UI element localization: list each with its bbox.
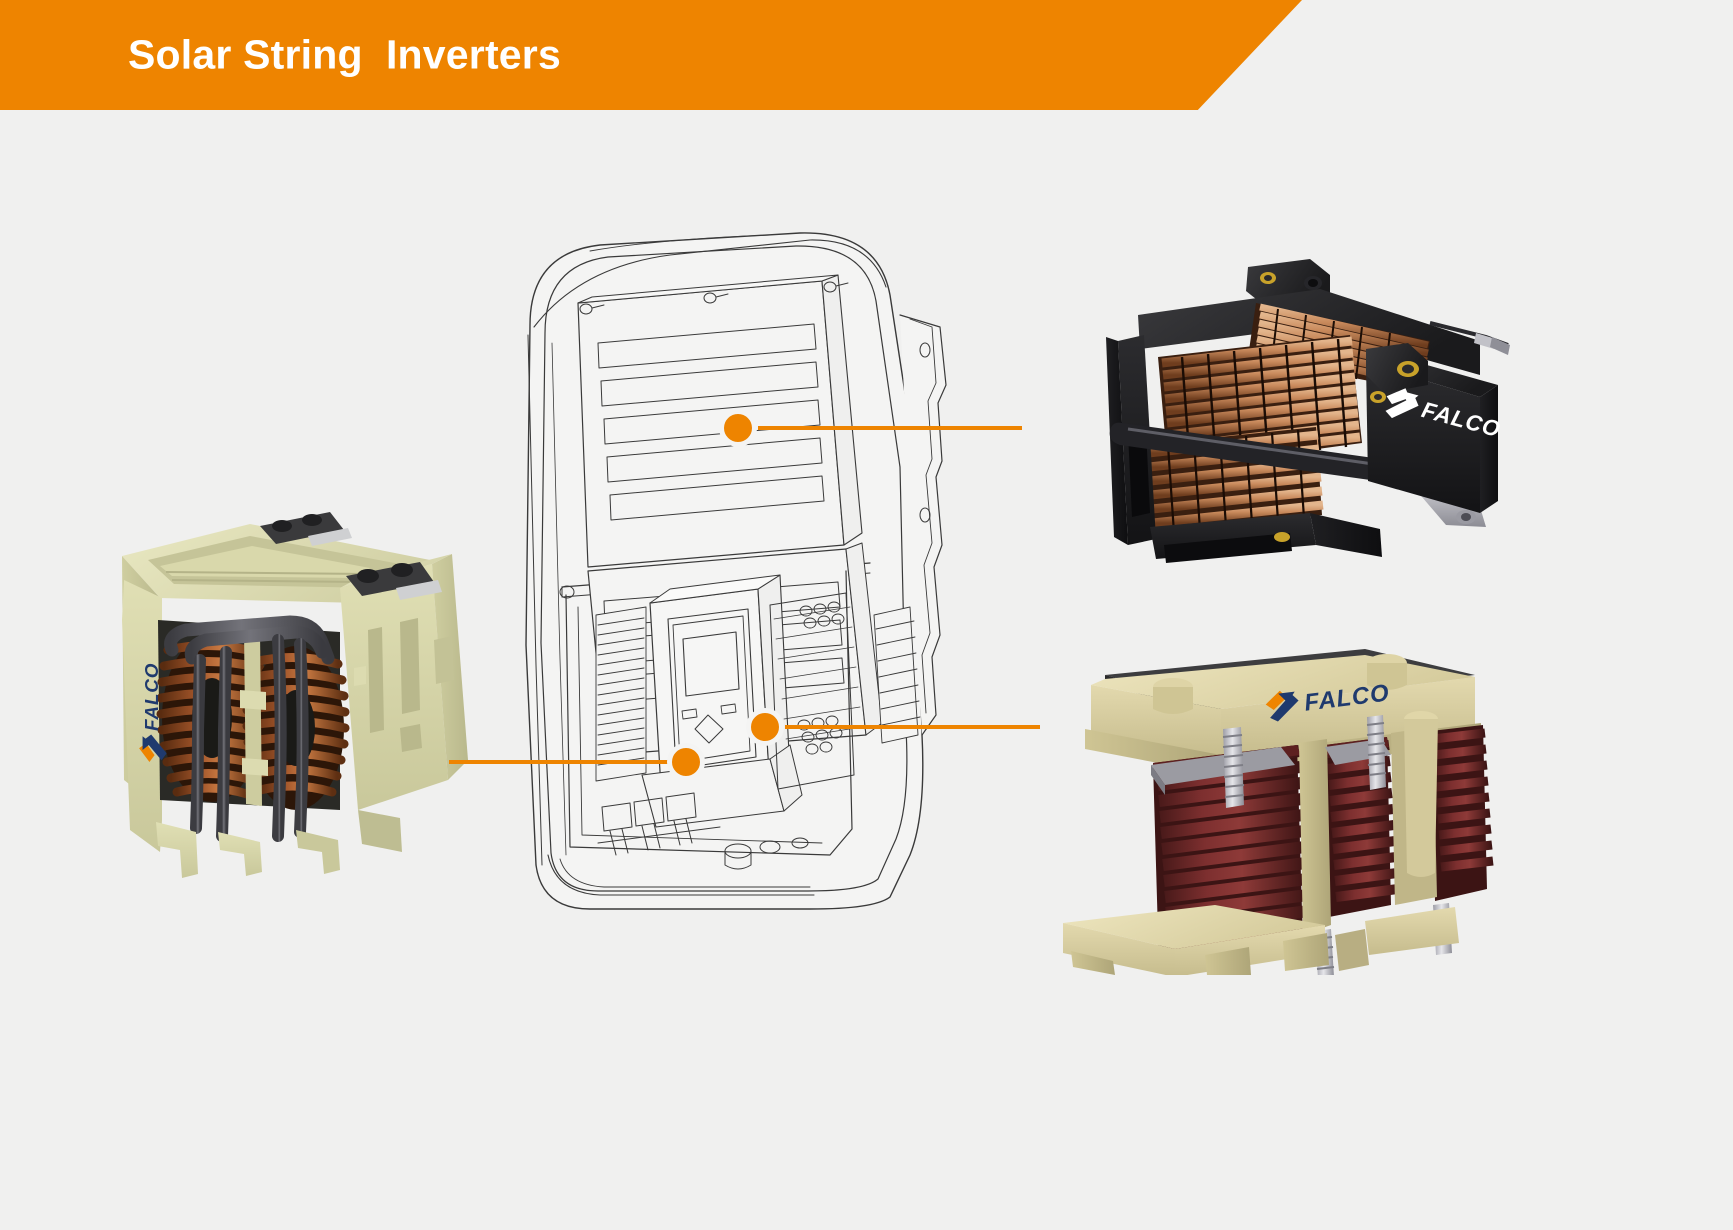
hotspot-top-inductor[interactable] [719,409,757,447]
page-title: Solar String Inverters [128,31,561,78]
hotspot-middle-transformer[interactable] [746,708,784,746]
header-banner: Solar String Inverters [0,0,1302,110]
solar-string-inverter-drawing [470,215,960,915]
black-inductor-choke-render: FALCO [1010,245,1510,565]
svg-text:FALCO: FALCO [142,663,163,731]
tan-three-phase-transformer-render: FALCO [1035,605,1495,975]
hotspot-bottom-choke[interactable] [667,743,705,781]
falco-logo-left: FALCO [139,663,167,762]
khaki-common-mode-choke-render: FALCO [100,480,480,880]
